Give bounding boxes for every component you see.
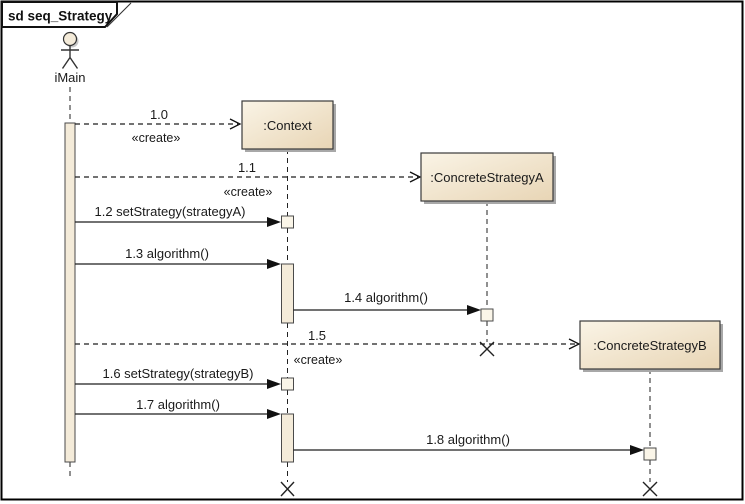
open-arrowhead-icon xyxy=(409,171,422,183)
actor-head xyxy=(62,31,78,47)
message-label: 1.1 xyxy=(238,160,256,175)
lifelines xyxy=(69,87,651,482)
open-arrowhead-icon xyxy=(229,118,242,130)
destroy-x-concretestrategyb-icon xyxy=(642,481,658,497)
frame-tab-shape xyxy=(1,1,118,28)
message-stereotype: «create» xyxy=(132,131,181,145)
object-context: :Context xyxy=(241,100,336,152)
message-1-2-setstrategy-a: 1.2 setStrategy(strategyA) xyxy=(75,204,281,227)
message-1-1-create-concretestrategya: 1.1 «create» xyxy=(75,160,422,199)
filled-arrowhead-icon xyxy=(267,379,281,389)
object-concretestrategyb: :ConcreteStrategyB xyxy=(579,320,723,372)
message-label: 1.2 setStrategy(strategyA) xyxy=(94,204,245,219)
message-label: 1.3 algorithm() xyxy=(125,246,209,261)
message-label: 1.7 algorithm() xyxy=(136,397,220,412)
activation-square-context-setstrategy-b xyxy=(281,377,294,391)
message-1-7-algorithm: 1.7 algorithm() xyxy=(75,397,281,419)
object-label: :Context xyxy=(263,118,312,133)
filled-arrowhead-icon xyxy=(267,409,281,419)
message-1-3-algorithm: 1.3 algorithm() xyxy=(75,246,281,269)
activations xyxy=(64,122,657,463)
destroy-x-context-icon xyxy=(280,481,295,497)
message-1-0-create-context: 1.0 «create» xyxy=(75,107,242,145)
messages-layer: 1.0 «create» 1.1 «create» 1.2 setStrateg… xyxy=(75,107,644,455)
object-label: :ConcreteStrategyB xyxy=(593,338,706,353)
message-label: 1.0 xyxy=(150,107,168,122)
filled-arrowhead-icon xyxy=(267,217,281,227)
message-1-4-algorithm: 1.4 algorithm() xyxy=(293,290,481,315)
open-arrowhead-icon xyxy=(568,338,581,350)
message-1-5-create-concretestrategyb: 1.5 «create» xyxy=(75,328,581,367)
frame-tab-fold-line xyxy=(106,2,132,28)
activation-imain xyxy=(64,122,76,463)
filled-arrowhead-icon xyxy=(467,305,481,315)
frame-title-tab: sd seq_Strategy xyxy=(1,1,132,28)
activation-context-algorithm-b xyxy=(281,413,294,463)
message-label: 1.6 setStrategy(strategyB) xyxy=(102,366,253,381)
object-box xyxy=(241,100,334,150)
message-stereotype: «create» xyxy=(224,185,273,199)
activation-context-algorithm-a xyxy=(281,263,294,324)
message-label: 1.8 algorithm() xyxy=(426,432,510,447)
message-label: 1.5 xyxy=(308,328,326,343)
object-label: :ConcreteStrategyA xyxy=(430,170,544,185)
message-stereotype: «create» xyxy=(294,353,343,367)
actor-imain: iMain xyxy=(54,31,86,85)
activation-square-strategya-algorithm xyxy=(480,308,494,322)
object-box xyxy=(420,152,554,202)
object-concretestrategya: :ConcreteStrategyA xyxy=(420,152,556,204)
message-1-6-setstrategy-b: 1.6 setStrategy(strategyB) xyxy=(75,366,281,389)
filled-arrowhead-icon xyxy=(630,445,644,455)
actor-figure xyxy=(61,45,79,69)
message-1-8-algorithm: 1.8 algorithm() xyxy=(293,432,644,455)
filled-arrowhead-icon xyxy=(267,259,281,269)
object-box xyxy=(579,320,721,370)
frame-title: sd seq_Strategy xyxy=(8,9,113,24)
activation-square-strategyb-algorithm xyxy=(643,447,657,461)
message-label: 1.4 algorithm() xyxy=(344,290,428,305)
activation-square-context-setstrategy-a xyxy=(281,215,294,229)
actor-label: iMain xyxy=(54,70,85,85)
